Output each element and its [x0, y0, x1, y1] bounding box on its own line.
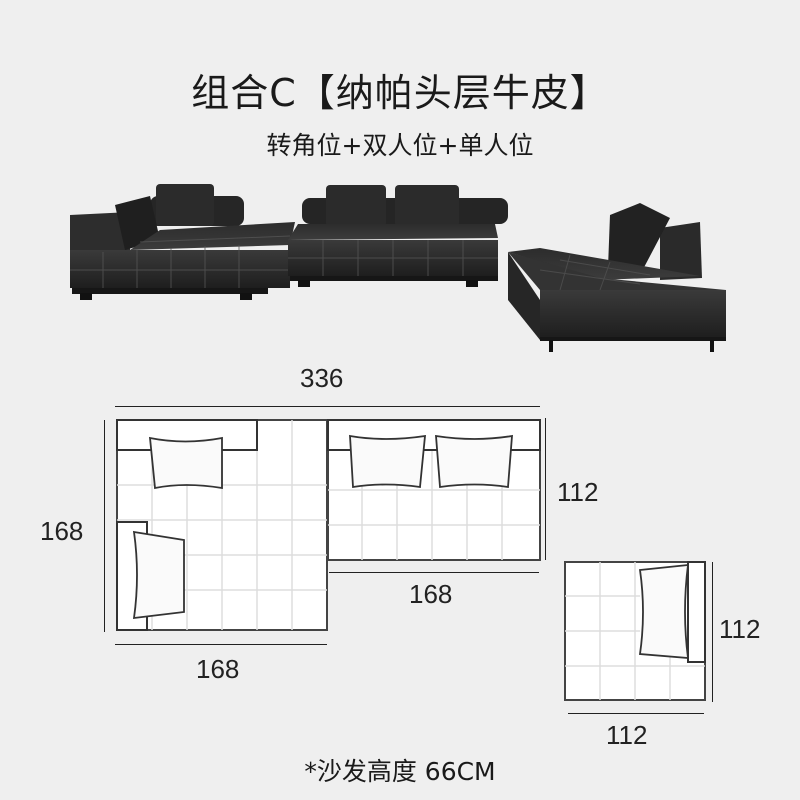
dim-single-width: 112 — [606, 720, 648, 750]
page-subtitle: 转角位+双人位+单人位 — [266, 131, 534, 160]
height-note: *沙发高度 66CM — [304, 757, 496, 786]
dim-line-corner-depth — [104, 420, 105, 632]
pillow-icon — [435, 434, 513, 489]
dim-corner-width: 168 — [196, 654, 240, 684]
dim-line-total — [115, 406, 540, 407]
pillow-icon — [148, 436, 223, 490]
dim-double-width: 168 — [409, 579, 453, 609]
sofa-photo — [70, 184, 726, 352]
double-module-photo — [288, 185, 508, 287]
dim-line-single-depth — [712, 562, 713, 702]
dim-line-double-depth — [545, 418, 546, 560]
page-title: 组合C【纳帕头层牛皮】 — [191, 71, 609, 115]
dim-line-double-width — [329, 572, 539, 573]
corner-module-photo — [70, 184, 295, 300]
pillow-icon — [638, 563, 690, 659]
dim-double-depth: 112 — [557, 477, 599, 507]
dim-line-single-width — [568, 713, 704, 714]
dim-total-width: 336 — [300, 363, 344, 393]
dim-corner-depth: 168 — [40, 516, 84, 546]
dim-line-corner-width — [115, 644, 327, 645]
pillow-icon — [349, 434, 427, 489]
single-module-photo — [508, 203, 726, 352]
pillow-icon — [132, 530, 185, 620]
dim-single-depth: 112 — [719, 614, 761, 644]
